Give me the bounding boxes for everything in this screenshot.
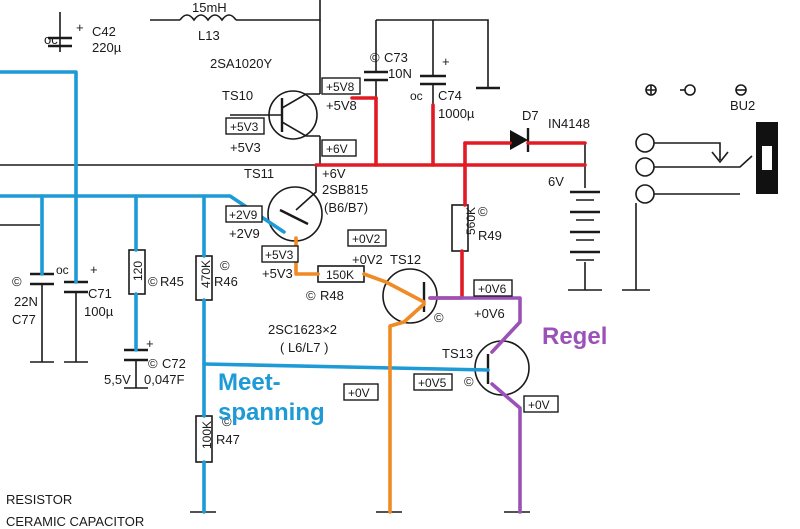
r47-ref: R47 xyxy=(216,432,240,447)
ts13-mark: © xyxy=(464,374,474,389)
ts11-base-voltage: +2V9 xyxy=(229,226,260,241)
c42-value: 220µ xyxy=(92,40,122,55)
ts11-base-voltage-boxed: +2V9 xyxy=(229,208,258,222)
r49-body xyxy=(451,204,469,252)
c73-value: 10N xyxy=(388,66,412,81)
r45-value: 120 xyxy=(131,261,145,281)
r46-mark: © xyxy=(220,258,230,273)
c77-mark: © xyxy=(12,274,22,289)
c73-mark: © xyxy=(370,50,380,65)
r47-value: 100K xyxy=(200,421,214,449)
r46-value: 470K xyxy=(199,260,213,288)
c72-polarity: + xyxy=(146,336,154,351)
ts12-base-voltage-boxed: +0V2 xyxy=(352,232,381,246)
l13-value: 15mH xyxy=(192,0,227,15)
ts12-base-voltage: +0V2 xyxy=(352,252,383,267)
c71-ref: C71 xyxy=(88,286,112,301)
ts10-type: 2SA1020Y xyxy=(210,56,272,71)
l13-ref: L13 xyxy=(198,28,220,43)
ts13-ref: TS13 xyxy=(442,346,473,361)
c72-mark: © xyxy=(148,356,158,371)
ts11-emitter-voltage-boxed: +5V3 xyxy=(265,248,294,262)
pair-type-line1: 2SC1623×2 xyxy=(268,322,337,337)
r46-ref: R46 xyxy=(214,274,238,289)
c74-polarity: + xyxy=(442,54,450,69)
pair-type-line2: ( L6/L7 ) xyxy=(280,340,328,355)
c77-ref: C77 xyxy=(12,312,36,327)
ts10-base-voltage: +5V3 xyxy=(230,140,261,155)
ts11-type: 2SB815 xyxy=(322,182,368,197)
c42-mark: oc xyxy=(44,32,58,47)
ts12-collector-voltage: +0V6 xyxy=(474,306,505,321)
c71-mark: oc xyxy=(56,263,69,277)
c72-ref: C72 xyxy=(162,356,186,371)
battery-value: 6V xyxy=(548,174,564,189)
r48-mark: © xyxy=(306,288,316,303)
control-wire xyxy=(428,296,522,514)
measure-voltage-annotation-line2: spanning xyxy=(218,399,325,426)
bu2-ref: BU2 xyxy=(730,98,755,113)
resistor-bodies xyxy=(128,128,530,463)
ts12-mark: © xyxy=(434,310,444,325)
ts10-ref: TS10 xyxy=(222,88,253,103)
measurement-wire xyxy=(0,70,490,514)
measure-voltage-annotation-line1: Meet- xyxy=(218,369,281,396)
ts13-base-voltage-boxed: +0V5 xyxy=(418,376,447,390)
ts10-base-voltage-boxed: +5V3 xyxy=(230,120,259,134)
r45-mark: © xyxy=(148,274,158,289)
ts10-emitter-voltage-boxed: +5V8 xyxy=(326,80,355,94)
ts12-ref: TS12 xyxy=(390,252,421,267)
c77-value: 22N xyxy=(14,294,38,309)
ts11-collector-voltage: +6V xyxy=(322,166,346,181)
legend-capacitor: CERAMIC CAPACITOR xyxy=(6,514,144,529)
c73-ref: C73 xyxy=(384,50,408,65)
r49-value: 560K xyxy=(464,207,478,235)
d7-type: IN4148 xyxy=(548,116,590,131)
d7-diode-symbol xyxy=(510,130,528,150)
ts11-ref: TS11 xyxy=(244,166,274,181)
c72-voltage: 5,5V xyxy=(104,372,131,387)
r48-value: 150K xyxy=(326,268,354,282)
legend-resistor: RESISTOR xyxy=(6,492,72,507)
r49-mark: © xyxy=(478,204,488,219)
supply-wire xyxy=(314,96,587,300)
c71-polarity: + xyxy=(90,262,98,277)
c72-value: 0,047F xyxy=(144,372,185,387)
c71-value: 100µ xyxy=(84,304,114,319)
r48-ref: R48 xyxy=(320,288,344,303)
r45-ref: R45 xyxy=(160,274,184,289)
ts10-emitter-voltage: +5V8 xyxy=(326,98,357,113)
c74-ref: C74 xyxy=(438,88,462,103)
d7-ref: D7 xyxy=(522,108,539,123)
c74-mark: oc xyxy=(410,89,423,103)
r47-mark: © xyxy=(222,414,232,429)
control-annotation: Regel xyxy=(542,323,607,350)
ts13-emitter-voltage-boxed: +0V xyxy=(528,398,550,412)
ts11-emitter-voltage: +5V3 xyxy=(262,266,293,281)
ts11-subtype: (B6/B7) xyxy=(324,200,368,215)
ts12-collector-voltage-boxed: +0V6 xyxy=(478,282,507,296)
c42-polarity: + xyxy=(76,20,84,35)
c42-ref: C42 xyxy=(92,24,116,39)
c74-value: 1000µ xyxy=(438,106,475,121)
ts11-collector-voltage-boxed: +6V xyxy=(326,142,348,156)
r49-ref: R49 xyxy=(478,228,502,243)
zero-volt-box: +0V xyxy=(348,386,370,400)
